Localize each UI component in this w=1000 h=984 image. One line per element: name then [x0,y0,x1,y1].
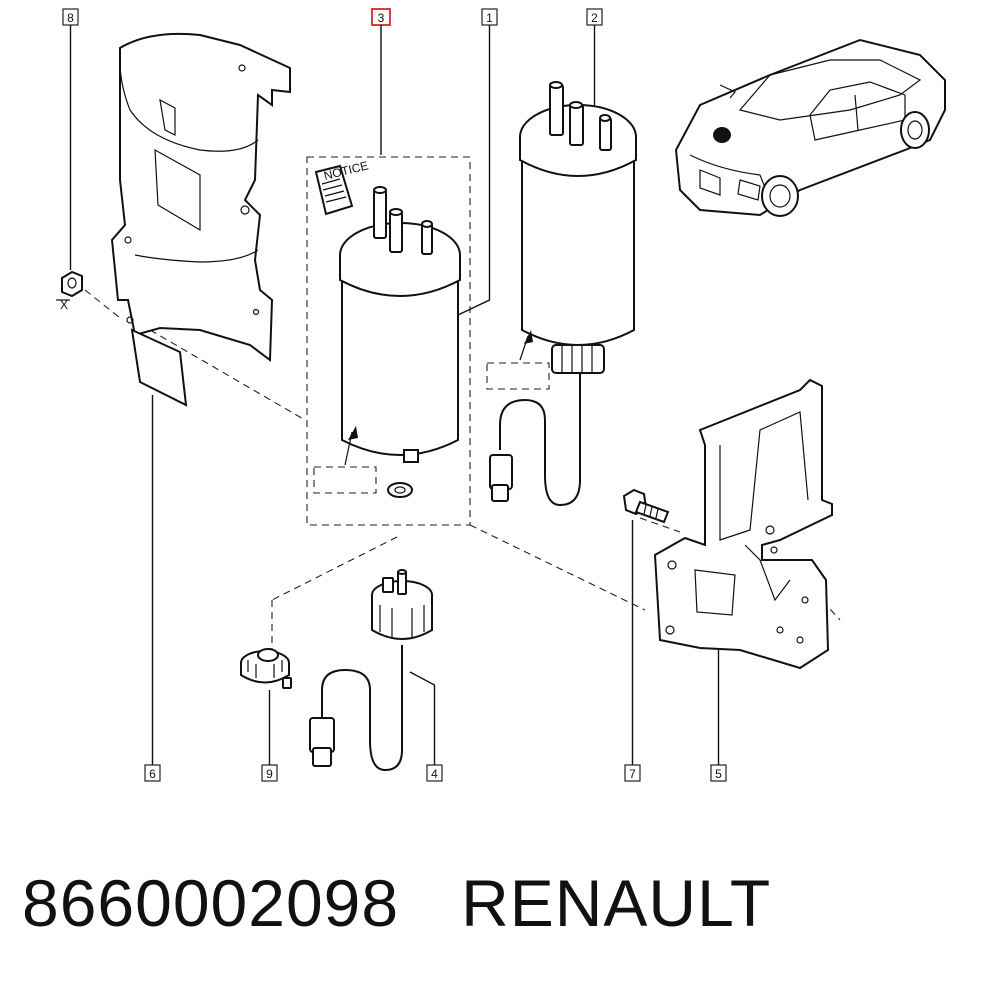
callout-3-label: 3 [378,11,385,25]
mounting-bracket-part-5[interactable] [653,378,833,670]
leader-lines [69,25,720,765]
callout-3[interactable]: 3 [371,8,391,26]
callout-8[interactable]: 8 [62,8,79,26]
heat-shield-part-6[interactable] [110,32,291,407]
callout-1-label: 1 [486,11,493,25]
callout-7-label: 7 [629,767,636,781]
car-location-thumbnail [674,38,946,217]
water-sensor-part-4[interactable] [309,569,433,772]
callout-1[interactable]: 1 [481,8,498,26]
brand-name: RENAULT [461,866,772,940]
callout-4-label: 4 [431,767,438,781]
callout-2-label: 2 [591,11,598,25]
callout-6-label: 6 [149,767,156,781]
nut-part-8[interactable]: X [56,270,83,312]
part-number: 8660002098 [22,866,400,940]
callout-5-label: 5 [715,767,722,781]
fuel-filter-kit-part-3[interactable] [339,186,461,498]
callout-6[interactable]: 6 [144,764,161,782]
fuel-filter-part-2[interactable] [489,81,637,507]
notice-booklet-icon: NOTICE [314,158,370,216]
callout-9-label: 9 [266,767,273,781]
callout-2[interactable]: 2 [586,8,603,26]
callout-4[interactable]: 4 [426,764,443,782]
bolt-part-7[interactable] [622,488,670,524]
callout-9[interactable]: 9 [261,764,278,782]
notice-label: NOTICE [322,158,369,183]
callout-8-label: 8 [67,11,74,25]
cap-part-9[interactable] [240,648,292,689]
x-marker-label: X [60,298,68,312]
callout-7[interactable]: 7 [624,764,641,782]
product-caption: 8660002098 RENAULT [22,858,771,948]
callout-5[interactable]: 5 [710,764,727,782]
